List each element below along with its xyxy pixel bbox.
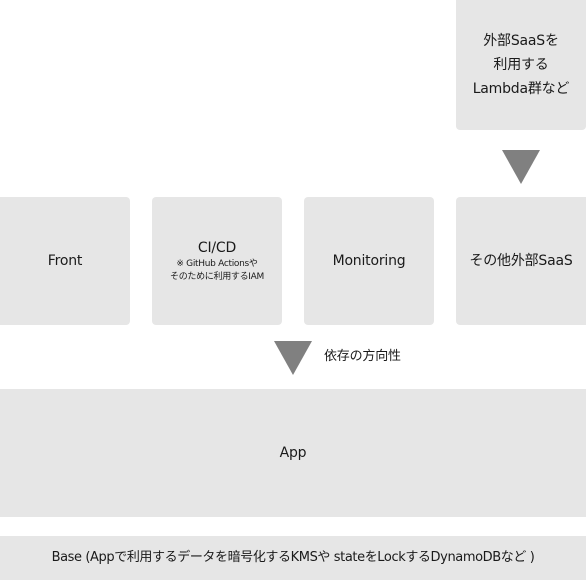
other-saas-box: その他外部SaaS: [456, 197, 586, 325]
app-label: App: [279, 445, 307, 461]
cicd-label: CI/CD: [197, 240, 237, 256]
dependency-arrow: [274, 341, 312, 375]
cicd-note-line1: ※ GitHub Actionsや: [176, 259, 258, 269]
cicd-note-line2: そのために利用するIAM: [170, 272, 264, 282]
other-saas-label: その他外部SaaS: [469, 253, 573, 269]
base-label: Base (Appで利用するデータを暗号化するKMSや stateをLockする…: [51, 550, 535, 565]
base-box: Base (Appで利用するデータを暗号化するKMSや stateをLockする…: [0, 536, 586, 580]
external-saas-lambda-label: 外部SaaSを 利用する Lambda群など: [472, 33, 570, 97]
monitoring-label: Monitoring: [332, 253, 406, 269]
front-box: Front: [0, 197, 130, 325]
dependency-label: 依存の方向性: [324, 349, 401, 364]
arrow-external-to-other-saas: [502, 150, 540, 184]
monitoring-box: Monitoring: [304, 197, 434, 325]
front-label: Front: [47, 253, 83, 269]
cicd-box: CI/CD ※ GitHub Actionsや そのために利用するIAM: [152, 197, 282, 325]
app-box: App: [0, 389, 586, 517]
external-saas-lambda-box: 外部SaaSを 利用する Lambda群など: [456, 0, 586, 130]
